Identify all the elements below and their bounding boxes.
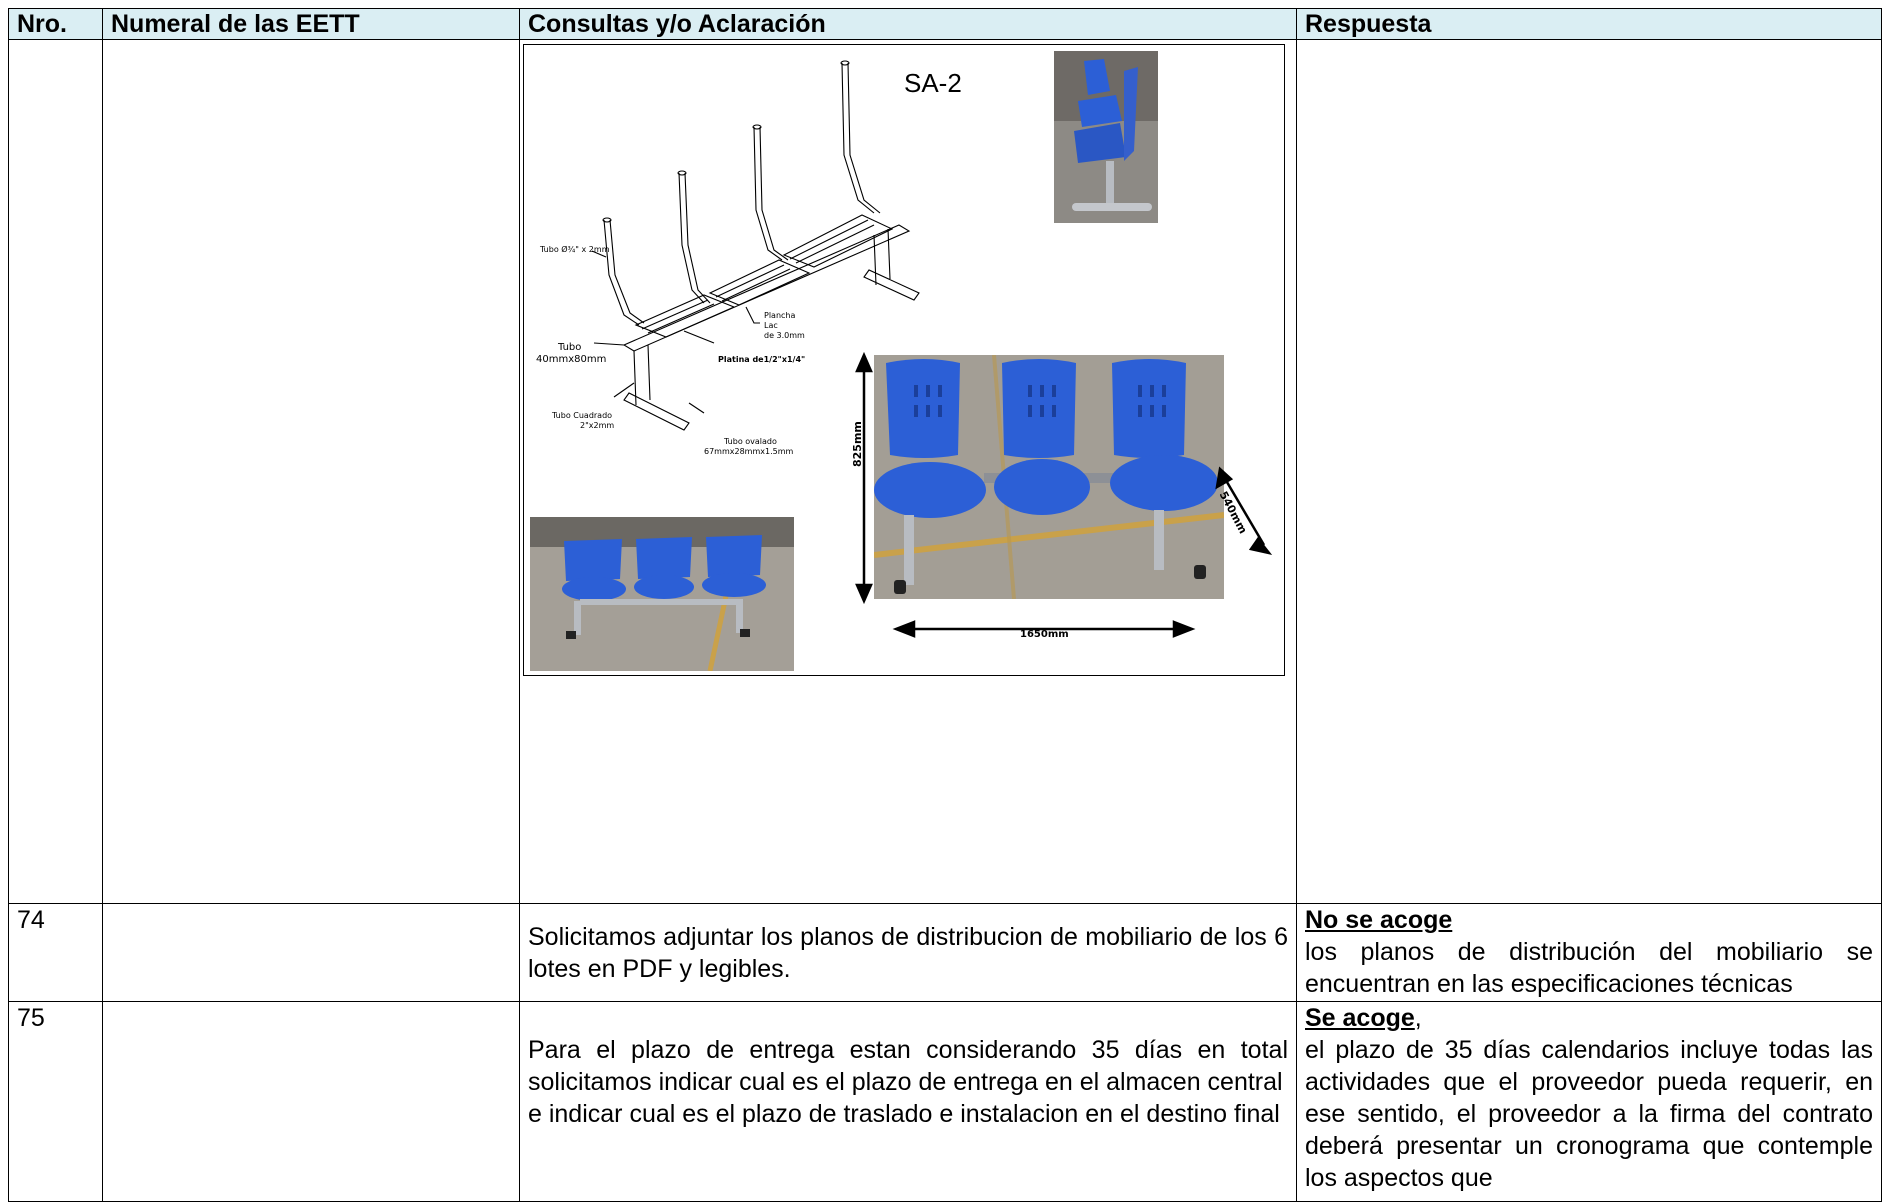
cell-nro-empty <box>8 39 103 904</box>
respuesta-text: los planos de distribución del mobiliari… <box>1305 938 1873 998</box>
cell-nro: 74 <box>8 903 103 1002</box>
label-plancha: Plancha <box>764 311 796 320</box>
label-tubo-cuadrado: Tubo Cuadrado <box>552 411 613 420</box>
consultas-table: Nro. Numeral de las EETT Consultas y/o A… <box>8 8 1882 1202</box>
cell-numeral-empty <box>102 39 520 904</box>
label-cuadrado-size: 2"x2mm <box>580 421 615 430</box>
label-de30: de 3.0mm <box>764 331 805 340</box>
technical-drawing <box>591 60 920 431</box>
cell-numeral <box>102 903 520 1002</box>
header-respuesta: Respuesta <box>1296 8 1882 40</box>
figure-code: SA-2 <box>904 68 962 98</box>
header-numeral: Numeral de las EETT <box>102 8 520 40</box>
cell-respuesta: Se acoge, el plazo de 35 días calendario… <box>1296 1001 1882 1202</box>
cell-consulta: Para el plazo de entrega estan considera… <box>519 1001 1297 1202</box>
consulta-text: Solicitamos adjuntar los planos de distr… <box>528 922 1288 983</box>
table-row-figure: SA-2 <box>8 39 1882 904</box>
cell-nro: 75 <box>8 1001 103 1202</box>
consulta-text: Para el plazo de entrega estan considera… <box>528 1036 1288 1096</box>
dimension-width: 1650mm <box>1020 629 1069 640</box>
header-nro: Nro. <box>8 8 103 40</box>
respuesta-status-tail: , <box>1414 1004 1422 1032</box>
label-ovalado-size: 67mmx28mmx1.5mm <box>704 447 794 456</box>
cell-figure: SA-2 <box>519 39 1297 904</box>
label-tubo-ovalado: Tubo ovalado <box>724 437 777 446</box>
label-platina: Platina de1/2"x1/4" <box>718 355 806 364</box>
dimension-height: 825mm <box>851 421 864 467</box>
chair-front-photo <box>874 355 1224 599</box>
label-tubo-top: Tubo Ø¾" x 2mm <box>540 245 610 254</box>
consulta-text-2: e indicar cual es el plazo de traslado e… <box>528 1100 1280 1128</box>
header-consultas: Consultas y/o Aclaración <box>519 8 1297 40</box>
chair-side-photo <box>1054 51 1158 223</box>
table-header-row: Nro. Numeral de las EETT Consultas y/o A… <box>8 8 1882 40</box>
respuesta-status: No se acoge <box>1305 906 1453 934</box>
label-tubo: Tubo <box>558 342 582 353</box>
chair-context-photo <box>530 517 794 671</box>
table-row: 75 Para el plazo de entrega estan consid… <box>8 1001 1882 1202</box>
respuesta-text: el plazo de 35 días calendarios incluye … <box>1305 1036 1873 1192</box>
respuesta-status: Se acoge <box>1305 1004 1415 1032</box>
cell-numeral <box>102 1001 520 1202</box>
chair-figure: SA-2 <box>523 44 1285 676</box>
cell-consulta: Solicitamos adjuntar los planos de distr… <box>519 903 1297 1002</box>
label-lac: Lac <box>764 321 778 330</box>
label-tubo-size: 40mmx80mm <box>536 354 607 365</box>
table-row: 74 Solicitamos adjuntar los planos de di… <box>8 903 1882 1002</box>
cell-respuesta-empty <box>1296 39 1882 904</box>
cell-respuesta: No se acoge los planos de distribución d… <box>1296 903 1882 1002</box>
